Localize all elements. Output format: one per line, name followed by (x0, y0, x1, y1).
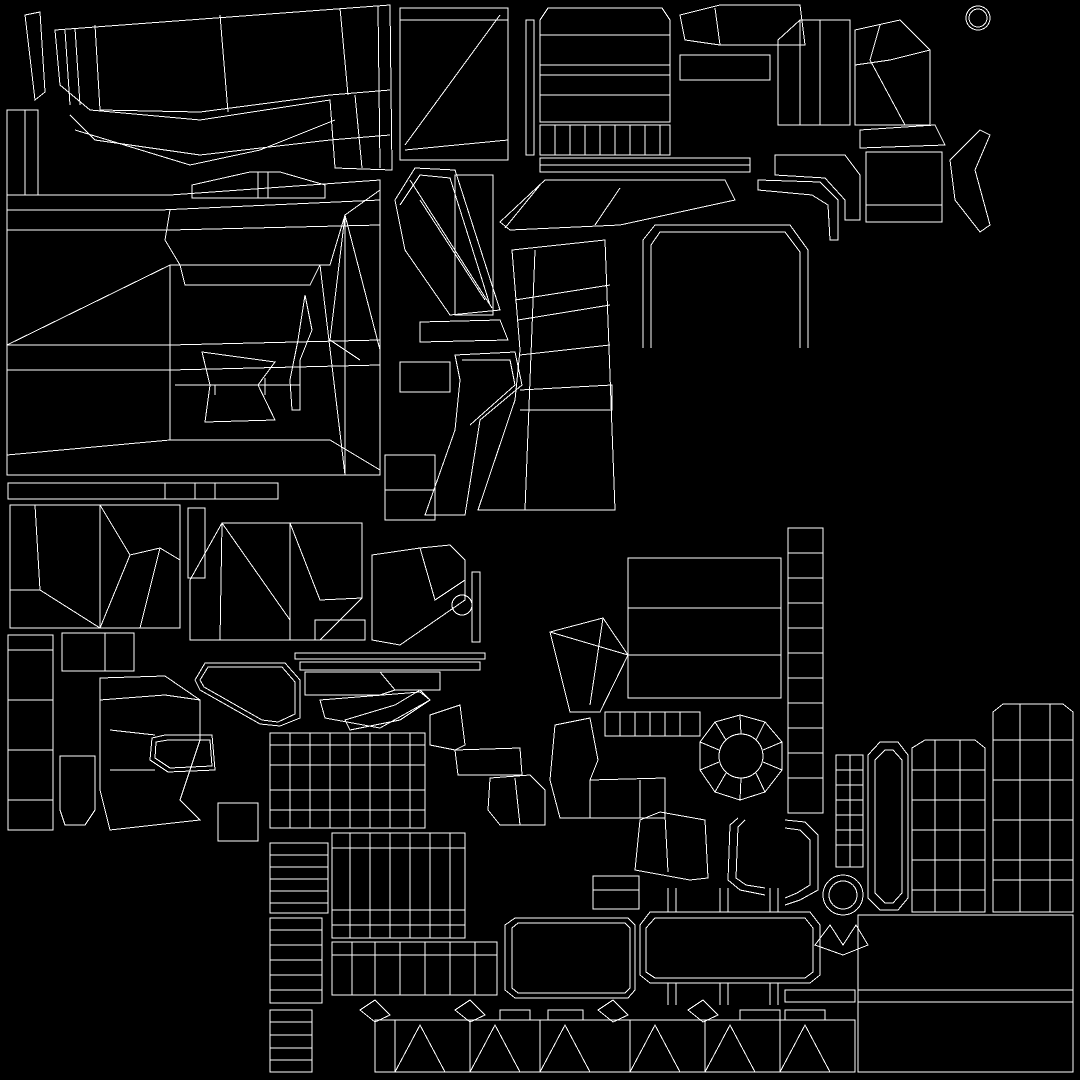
uv-island-door-large (477, 239, 616, 511)
uv-island-roof-parts (679, 4, 991, 126)
uv-island-fender (187, 507, 481, 646)
uv-island-bracket-pieces (549, 717, 709, 910)
uv-island-fuel-tanks (504, 888, 821, 1005)
uv-island-column-strip (787, 527, 824, 814)
uv-island-cargo-box (549, 557, 782, 737)
uv-island-window-frame (194, 662, 301, 727)
uv-island-ladder-stacks (269, 842, 329, 1073)
uv-island-cab-top (539, 7, 751, 173)
uv-island-wheel (699, 714, 783, 801)
uv-island-roof-lower (757, 124, 991, 241)
uv-island-step-parts (429, 704, 546, 826)
uv-island-door-panel (384, 167, 523, 521)
uv-island-tank-tall (911, 703, 1074, 913)
uv-island-handle-rail (642, 224, 809, 348)
uv-island-hull-body (6, 109, 381, 476)
uv-island-right-grid (835, 741, 909, 911)
uv-island-tailgate (331, 832, 498, 996)
uv-island-pipe-loop (727, 817, 869, 956)
uv-island-side-panel (399, 7, 535, 161)
uv-island-small-wing (191, 171, 326, 199)
uv-island-bottom-strip (359, 999, 856, 1073)
uv-island-beam-diagonal (499, 179, 736, 231)
uv-island-chassis-rails (294, 652, 486, 731)
uv-island-bumper (7, 482, 279, 629)
uv-island-grille (269, 732, 426, 829)
uv-island-hood-strip (24, 4, 393, 171)
uv-island-left-blocks (7, 632, 259, 842)
uv-island-floor-plate (784, 914, 1074, 1073)
